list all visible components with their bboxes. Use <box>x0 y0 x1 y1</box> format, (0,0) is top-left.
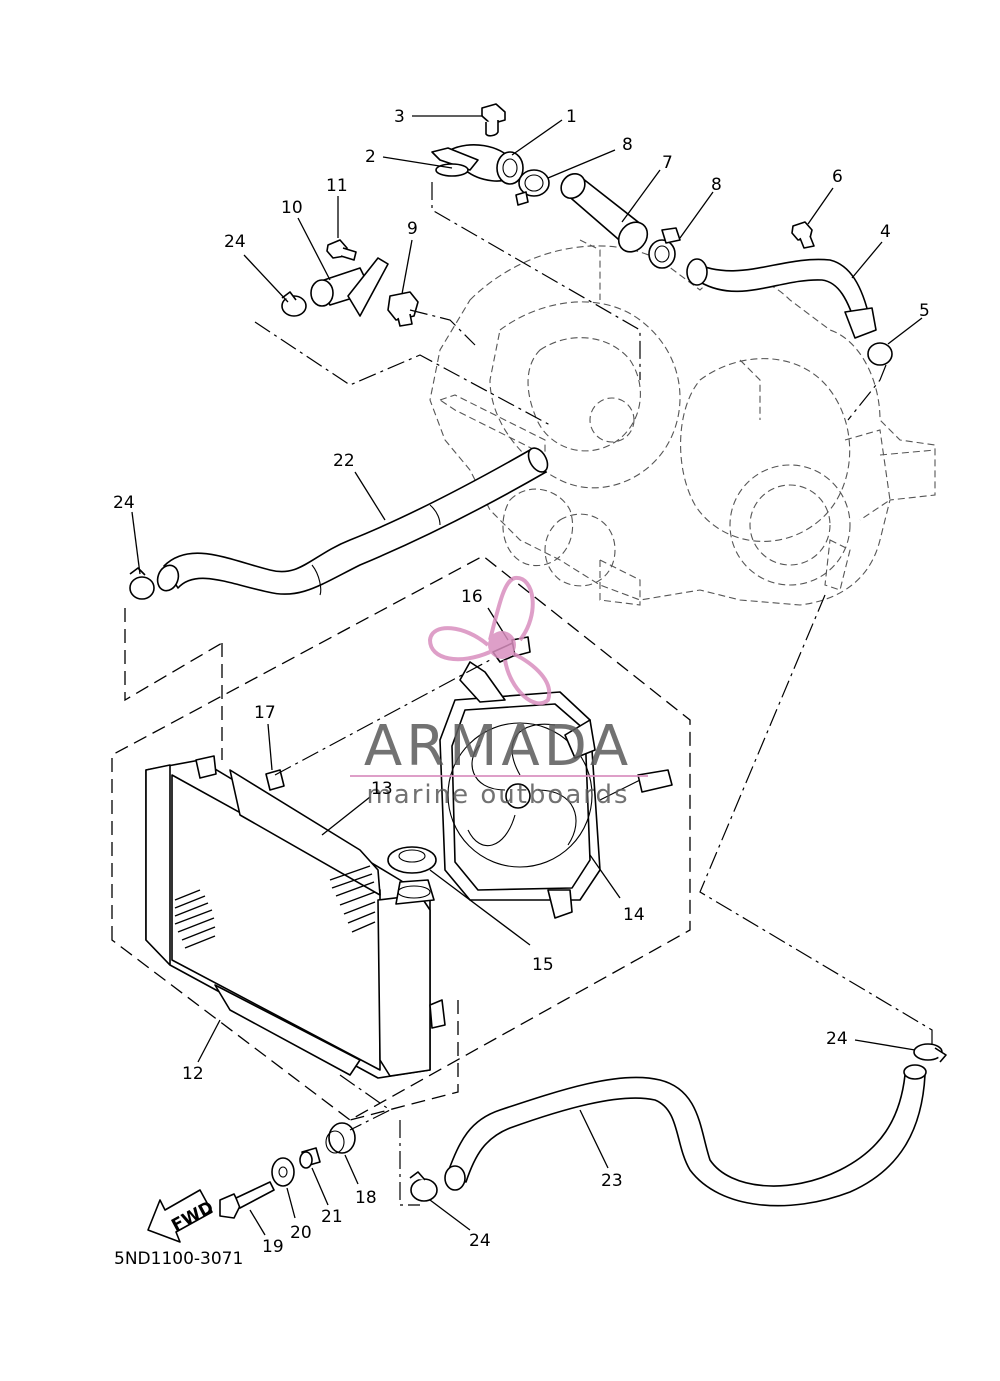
callout-8-lower: 8 <box>711 175 722 195</box>
callout-3: 3 <box>394 107 405 127</box>
hose-22 <box>156 447 549 596</box>
callout-22: 22 <box>333 451 355 471</box>
o-ring-5 <box>867 342 893 366</box>
callout-2: 2 <box>365 147 376 167</box>
watermark-hub-icon <box>488 631 516 659</box>
callout-10: 10 <box>281 198 303 218</box>
callout-18: 18 <box>355 1188 377 1208</box>
radiator-12 <box>145 755 446 1079</box>
fan-14 <box>439 661 673 919</box>
clamp-24-top <box>281 291 307 317</box>
washer-20 <box>271 1157 295 1187</box>
callout-24-left: 24 <box>113 493 135 513</box>
clamp-24-left <box>129 567 155 600</box>
leader-lines <box>131 115 923 1236</box>
bolt-3 <box>481 103 506 137</box>
drain-plug-9 <box>387 291 419 327</box>
callout-15: 15 <box>532 955 554 975</box>
bolt-11 <box>326 239 357 261</box>
bolt-19 <box>219 1181 275 1219</box>
callout-21: 21 <box>321 1207 343 1227</box>
clamp-8-upper <box>515 169 550 206</box>
callout-8-upper: 8 <box>622 135 633 155</box>
callout-12: 12 <box>182 1064 204 1084</box>
callout-4: 4 <box>880 222 891 242</box>
radiator-cap-15 <box>387 846 437 905</box>
watermark-tagline: marine outboards <box>366 780 629 810</box>
callout-5: 5 <box>919 301 930 321</box>
callout-17: 17 <box>254 703 276 723</box>
callout-24-right: 24 <box>826 1029 848 1049</box>
callout-13: 13 <box>371 779 393 799</box>
radiator-core-hatch <box>174 865 376 949</box>
callout-1: 1 <box>566 107 577 127</box>
callout-24-bottom: 24 <box>469 1231 491 1251</box>
callout-7: 7 <box>662 153 673 173</box>
hose-7 <box>560 172 649 253</box>
diagram-code: 5ND1100-3071 <box>114 1249 243 1269</box>
joint-1 <box>431 144 524 185</box>
callout-24-top: 24 <box>224 232 246 252</box>
hose-23 <box>444 1064 927 1207</box>
watermark-logo: ARMADA marine outboards <box>350 576 648 810</box>
callout-11: 11 <box>326 176 348 196</box>
callout-19: 19 <box>262 1237 284 1257</box>
clamp-24-bottom <box>409 1171 438 1202</box>
collar-21 <box>299 1147 321 1169</box>
fitting-10 <box>310 257 389 317</box>
callout-14: 14 <box>623 905 645 925</box>
callout-9: 9 <box>407 219 418 239</box>
clamp-8-lower <box>648 227 681 269</box>
assembly-frames <box>111 182 933 1206</box>
grommet-18 <box>325 1122 356 1154</box>
callout-16: 16 <box>461 587 483 607</box>
fwd-arrow: FWD <box>147 1189 217 1243</box>
watermark-propeller-icon <box>427 576 552 706</box>
callout-6: 6 <box>832 167 843 187</box>
callout-numbers: 1 2 3 4 5 6 7 8 8 9 10 11 12 13 14 15 16… <box>113 107 930 1257</box>
callout-23: 23 <box>601 1171 623 1191</box>
clamp-24-right <box>913 1043 947 1063</box>
bolt-6 <box>791 221 815 249</box>
clip-17 <box>265 769 285 791</box>
watermark-brand: ARMADA <box>364 714 632 779</box>
callout-20: 20 <box>290 1223 312 1243</box>
engine-outline <box>429 239 936 606</box>
pipe-4 <box>686 258 877 339</box>
